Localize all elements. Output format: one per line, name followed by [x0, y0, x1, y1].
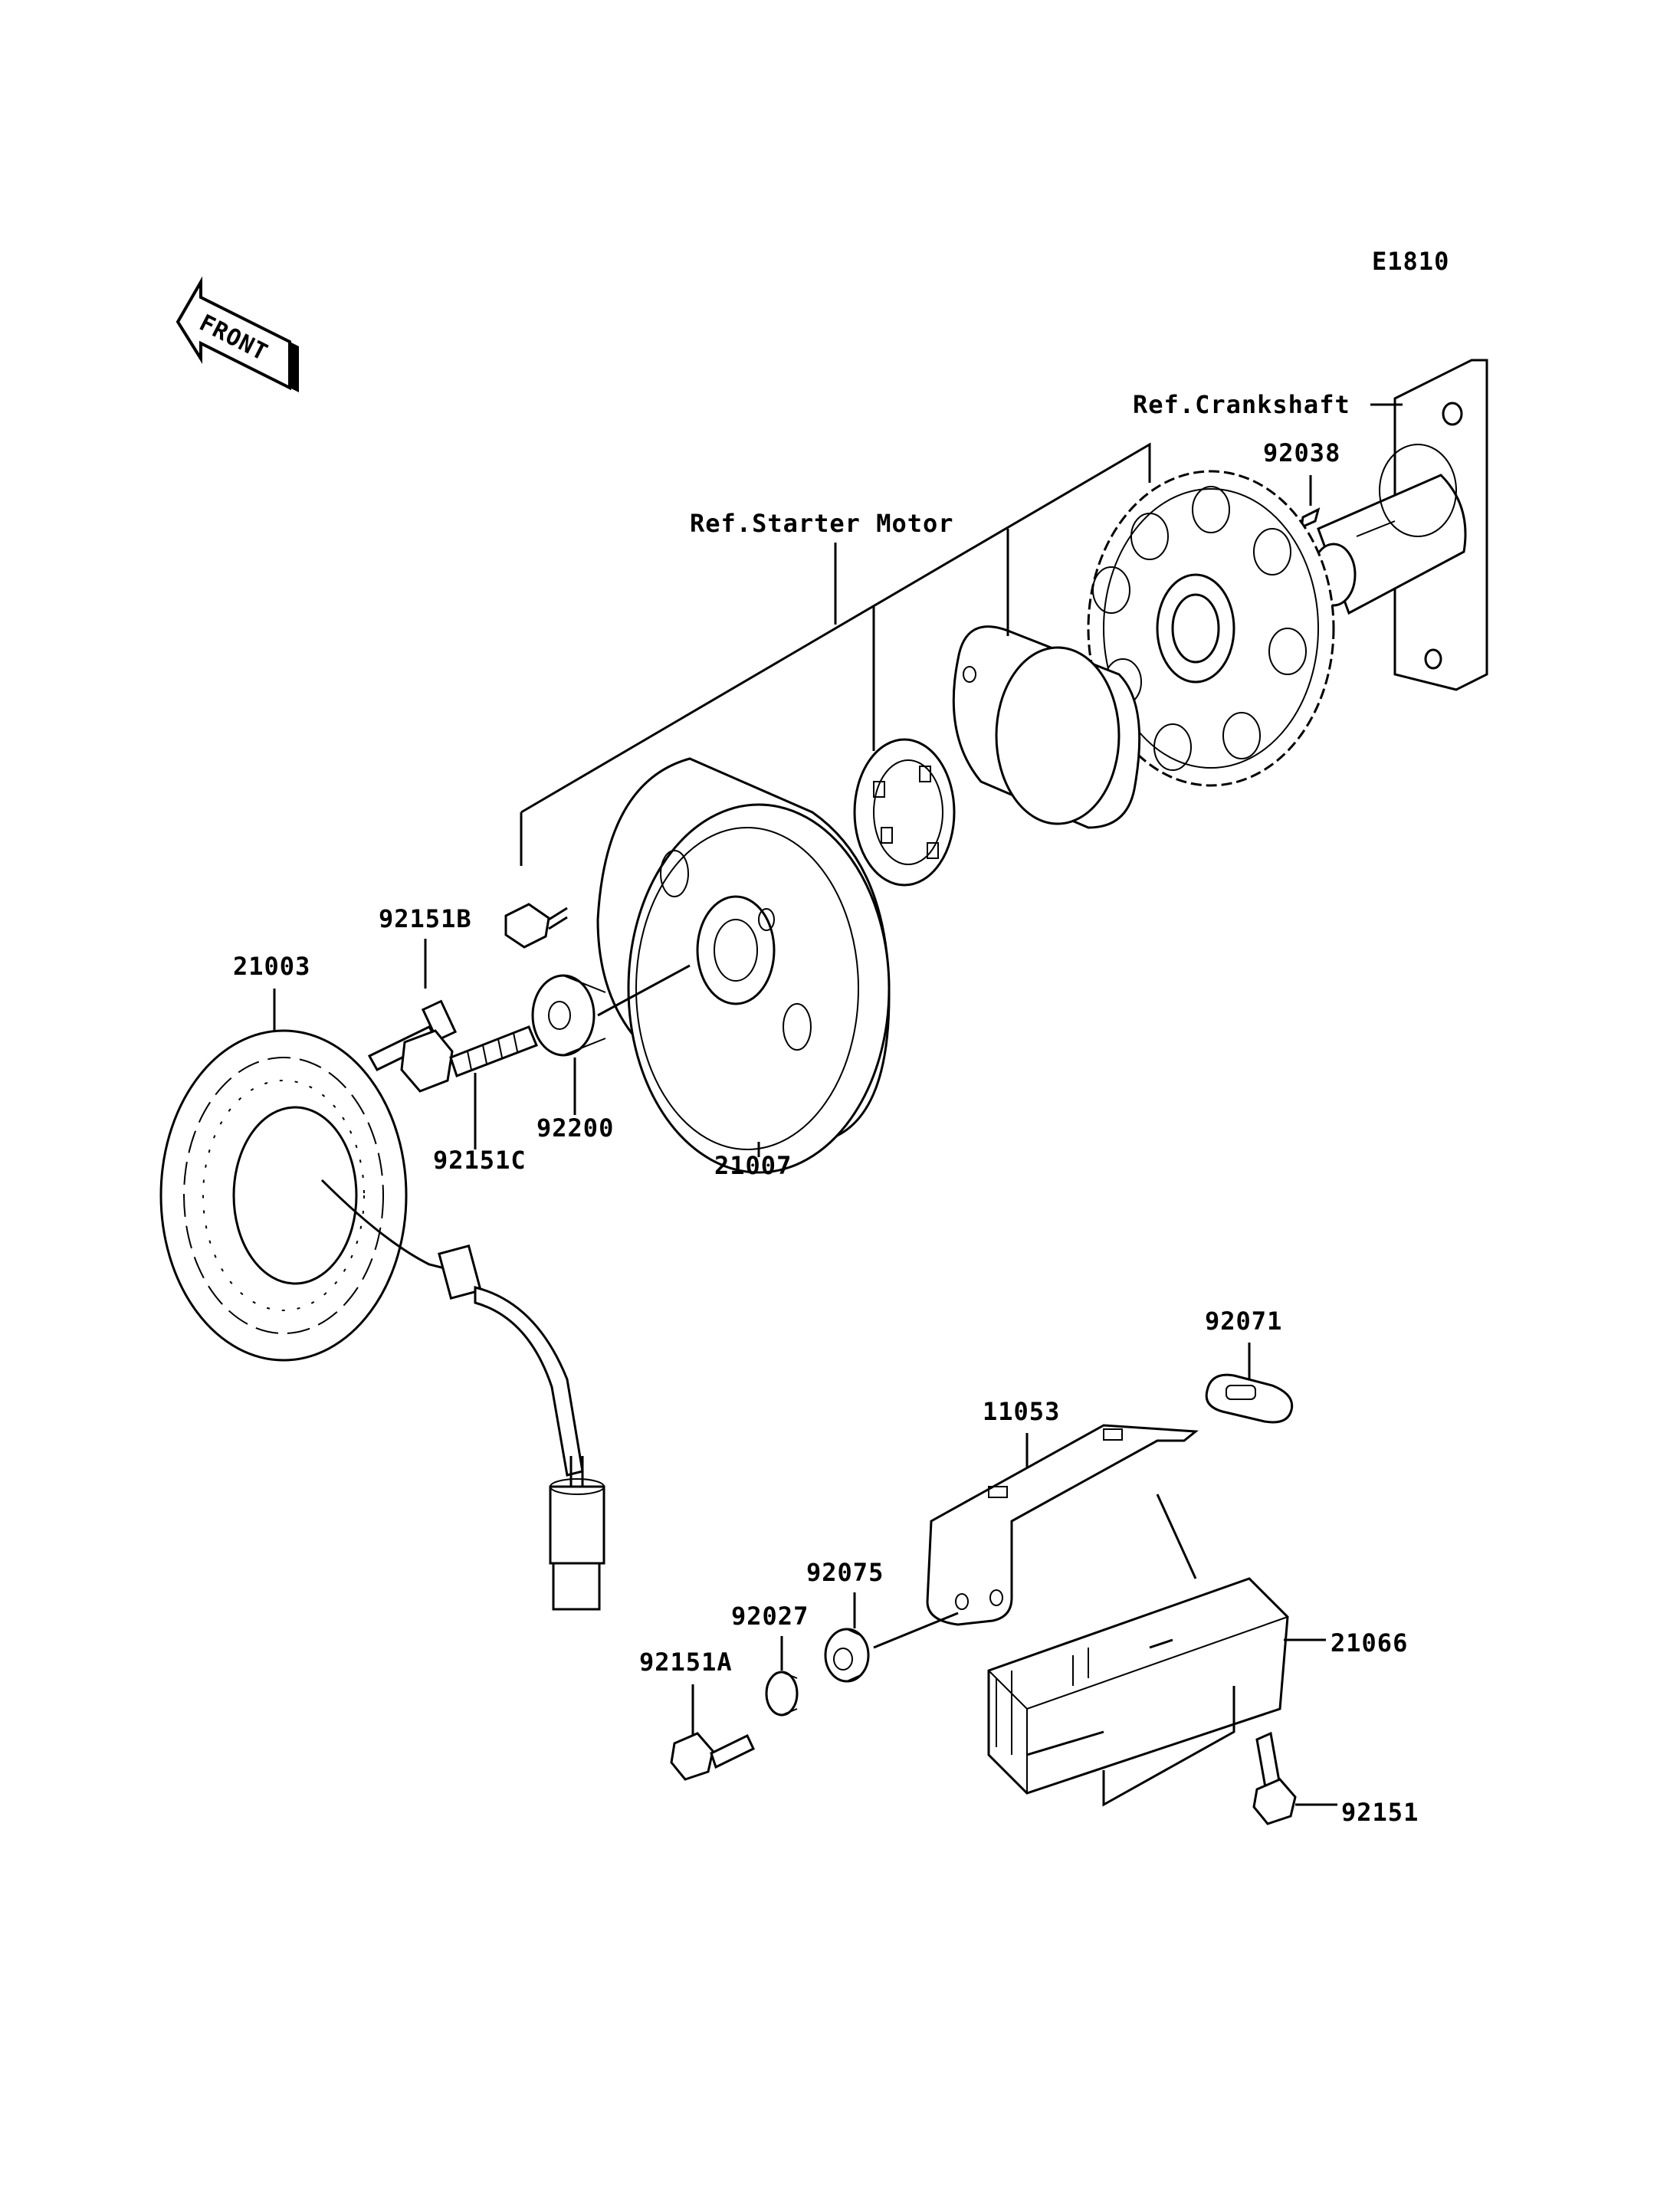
bracket-11053	[926, 1424, 1199, 1626]
grommet-92075	[824, 1628, 870, 1683]
part-92151-label: 92151	[1341, 1798, 1419, 1827]
clutch-plate	[952, 625, 1141, 829]
part-21007-label: 21007	[714, 1151, 792, 1180]
stator-harness	[320, 1179, 605, 1611]
one-way-clutch	[853, 738, 956, 887]
collar-92027	[765, 1671, 799, 1717]
ref-starter-motor-label: Ref.Starter Motor	[690, 509, 954, 538]
bolt-92151C	[400, 1025, 538, 1093]
front-arrow-icon: FRONT	[176, 276, 299, 392]
part-21003-label: 21003	[233, 952, 310, 981]
part-92151B-label: 92151B	[379, 904, 472, 933]
part-92151C-label: 92151C	[433, 1146, 527, 1175]
washer-92200	[531, 974, 606, 1057]
cap-92071	[1205, 1373, 1294, 1424]
part-92071-label: 92071	[1205, 1307, 1282, 1336]
flywheel-rotor	[596, 757, 891, 1174]
part-92038-label: 92038	[1263, 438, 1340, 467]
regulator-21066	[987, 1577, 1289, 1795]
screw-92151	[1252, 1731, 1297, 1825]
bolt-92151A	[670, 1732, 755, 1781]
ref-crankshaft-label: Ref.Crankshaft	[1133, 390, 1350, 419]
rotor-bolt	[504, 903, 568, 949]
stator	[159, 1029, 408, 1362]
part-92151A-label: 92151A	[639, 1648, 733, 1677]
part-92027-label: 92027	[731, 1602, 809, 1631]
part-11053-label: 11053	[983, 1397, 1060, 1426]
part-21066-label: 21066	[1331, 1628, 1408, 1658]
starter-gear	[1087, 470, 1335, 787]
part-92200-label: 92200	[536, 1113, 614, 1143]
diagram-id: E1810	[1372, 247, 1449, 276]
part-92075-label: 92075	[806, 1558, 884, 1587]
